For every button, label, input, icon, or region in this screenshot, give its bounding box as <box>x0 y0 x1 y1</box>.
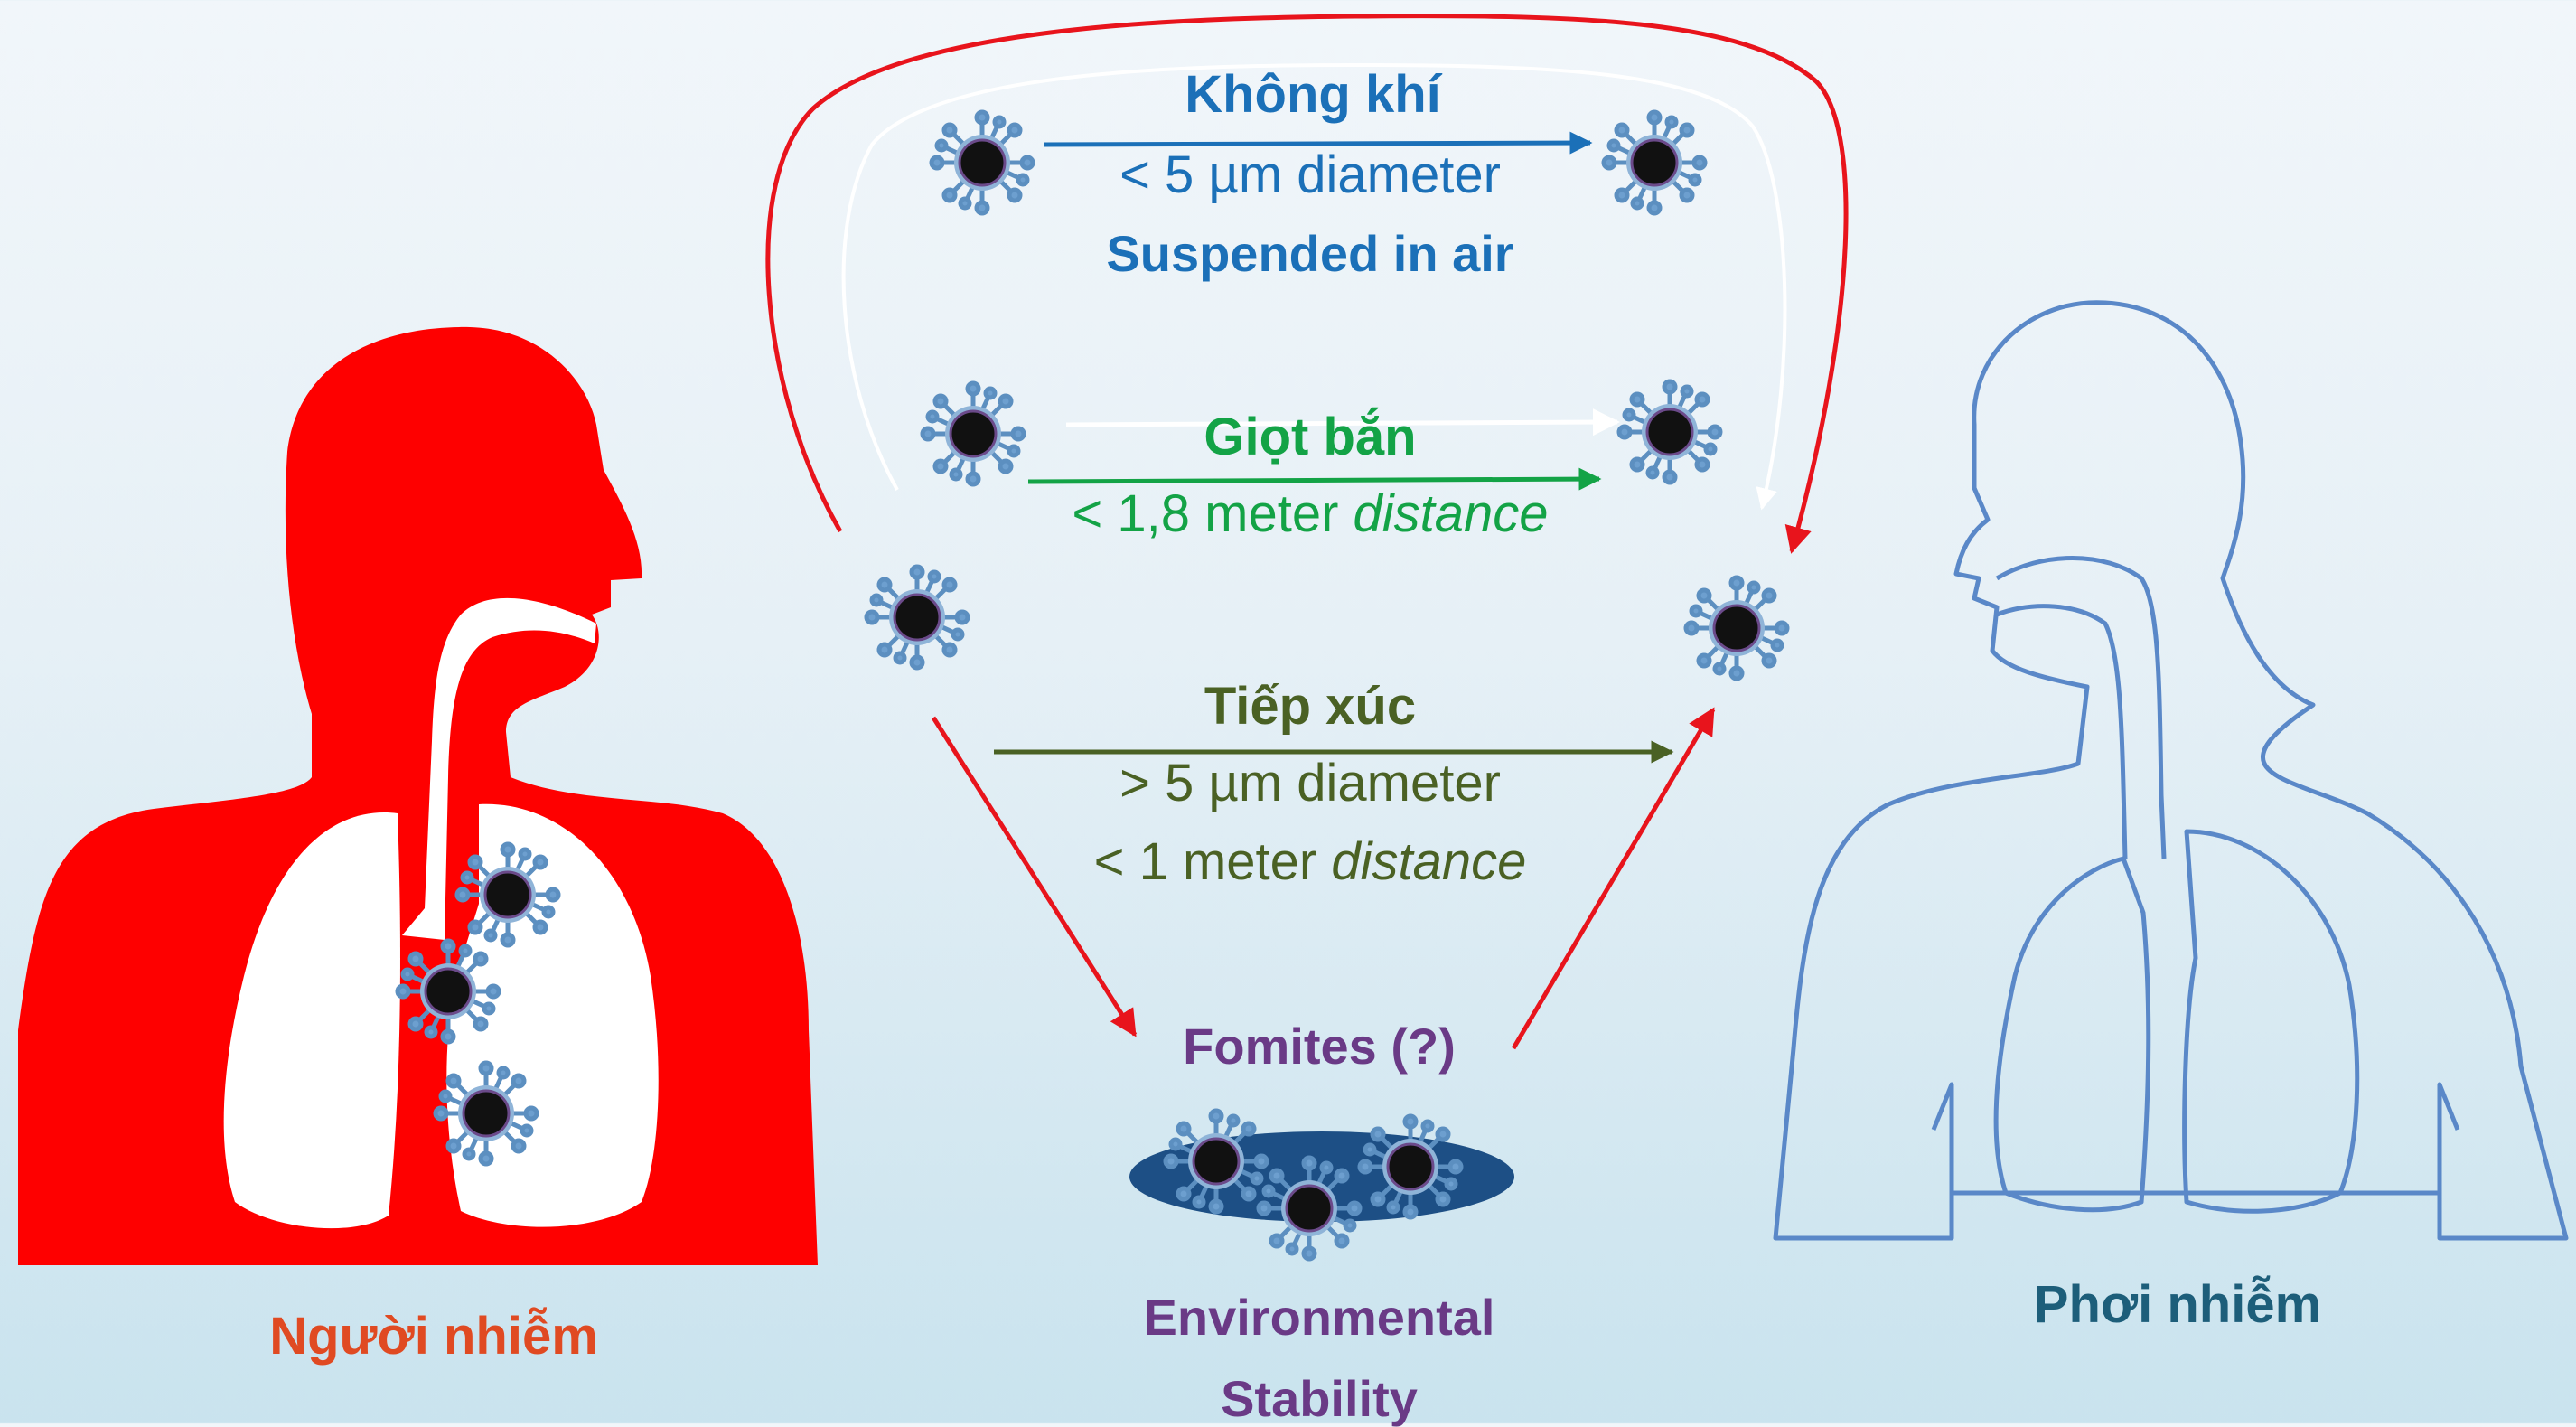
airborne-arrow <box>1044 143 1590 145</box>
virus-icon <box>436 1063 537 1164</box>
virus-icon <box>932 112 1033 213</box>
virus-icon <box>398 941 499 1042</box>
exposed-person-icon <box>1775 303 2566 1238</box>
airborne-size: < 5 µm diameter <box>1039 149 1581 202</box>
virus-icon <box>1166 1111 1267 1212</box>
airborne-note: Suspended in air <box>1021 229 1599 279</box>
infected-label: Người nhiễm <box>208 1310 660 1363</box>
fomites-title: Fomites (?) <box>1129 1021 1509 1072</box>
virus-icon <box>923 383 1024 484</box>
virus-icon <box>457 844 558 945</box>
airborne-title: Không khí <box>1110 69 1516 121</box>
virus-icon <box>1360 1116 1461 1217</box>
virus-icon <box>1259 1158 1360 1259</box>
virus-icon <box>1686 577 1787 679</box>
fomites-caption-line1: Environmental <box>1066 1292 1572 1343</box>
contact-size: > 5 µm diameter <box>1039 757 1581 810</box>
infected-person-icon <box>18 327 818 1265</box>
contact-title: Tiếp xúc <box>1129 681 1491 733</box>
exposed-label: Phơi nhiễm <box>1952 1279 2403 1331</box>
contact-distance-prefix: < 1 meter <box>1094 832 1332 891</box>
contact-distance-word: distance <box>1331 832 1526 891</box>
droplet-distance: < 1,8 meter distance <box>994 488 1626 540</box>
virus-icon <box>1604 112 1705 213</box>
virus-icon <box>1619 381 1720 483</box>
droplet-distance-prefix: < 1,8 meter <box>1072 484 1353 543</box>
droplet-title: Giọt bắn <box>1129 411 1491 464</box>
contact-distance: < 1 meter distance <box>1012 836 1608 888</box>
droplet-distance-word: distance <box>1354 484 1549 543</box>
fomites-caption-line2: Stability <box>1111 1374 1527 1424</box>
virus-icon <box>866 567 968 668</box>
droplet-arrow <box>1028 479 1599 482</box>
